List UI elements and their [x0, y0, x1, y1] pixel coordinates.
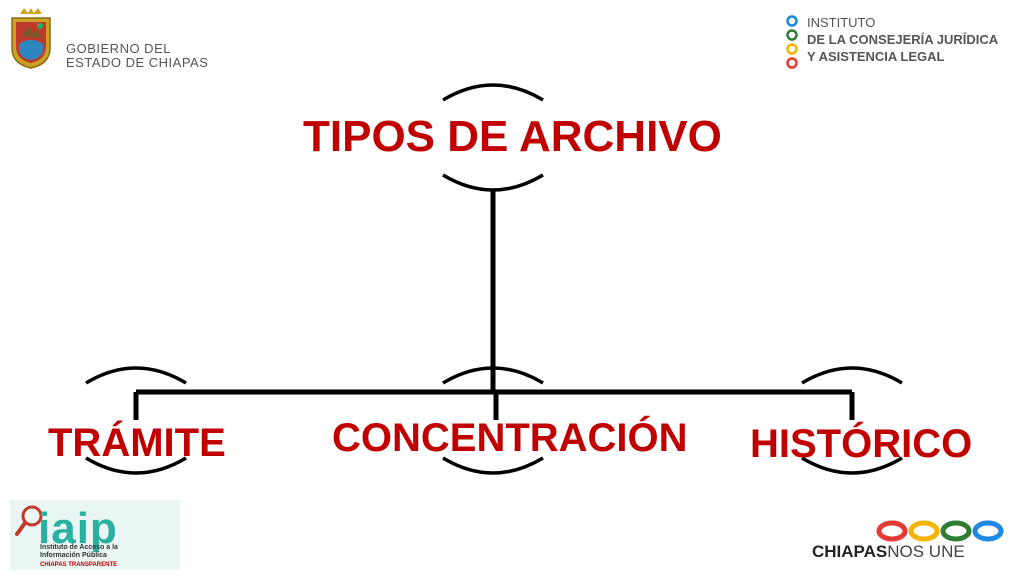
tramite-arc-top — [85, 366, 187, 385]
root-arc-top — [442, 83, 544, 102]
coat-of-arms-icon — [11, 8, 51, 69]
chiapas-slogan-bold: CHIAPAS — [812, 542, 888, 561]
institute-line-3: Y ASISTENCIA LEGAL — [807, 49, 945, 64]
chiapas-slogan: CHIAPASNOS UNE — [812, 542, 965, 562]
institute-name: INSTITUTO DE LA CONSEJERÍA JURÍDICA Y AS… — [807, 14, 998, 65]
chiapas-nos-une-logo: CHIAPASNOS UNE — [812, 520, 1012, 568]
tramite-arc-bottom — [85, 456, 187, 475]
iaip-tagline: CHIAPAS TRANSPARENTE — [40, 562, 118, 568]
government-name: GOBIERNO DEL ESTADO DE CHIAPAS — [66, 42, 208, 70]
concentracion-arc-bottom — [442, 456, 544, 475]
diagram-node-tramite: TRÁMITE — [48, 421, 226, 465]
root-arc-bottom — [442, 173, 544, 192]
iaip-caption: Instituto de Acceso a la Información Púb… — [40, 544, 118, 560]
iaip-wordmark: iaip — [38, 504, 118, 553]
iaip-caption-line-1: Instituto de Acceso a la — [40, 544, 118, 551]
institute-line-2: DE LA CONSEJERÍA JURÍDICA — [807, 32, 999, 47]
government-logo: GOBIERNO DEL ESTADO DE CHIAPAS — [8, 8, 248, 78]
institute-dots-icon — [786, 15, 798, 69]
diagram-node-historico: HISTÓRICO — [750, 422, 973, 466]
government-line-1: GOBIERNO DEL — [66, 41, 171, 56]
diagram-root-node: TIPOS DE ARCHIVO — [303, 112, 722, 161]
institute-line-1: INSTITUTO — [807, 15, 876, 30]
diagram-node-concentracion: CONCENTRACIÓN — [332, 416, 688, 460]
iaip-logo: iaip Instituto de Acceso a la Informació… — [10, 500, 180, 570]
historico-arc-top — [801, 366, 903, 385]
rings-icon — [876, 520, 1004, 542]
chiapas-slogan-regular: NOS UNE — [887, 542, 965, 561]
iaip-caption-line-2: Información Pública — [40, 552, 107, 559]
institute-logo: INSTITUTO DE LA CONSEJERÍA JURÍDICA Y AS… — [780, 12, 1020, 74]
government-line-2: ESTADO DE CHIAPAS — [66, 55, 209, 70]
magnifier-icon — [15, 505, 43, 536]
historico-arc-bottom — [801, 456, 903, 475]
